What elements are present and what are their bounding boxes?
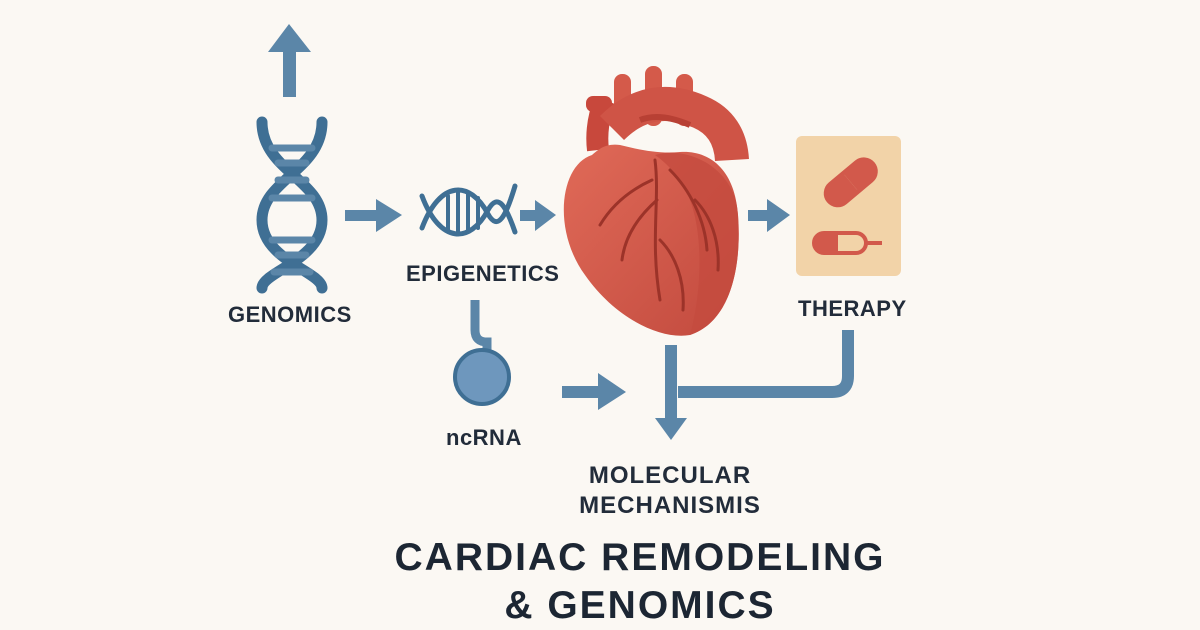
arrow-heart-to-therapy (748, 199, 790, 232)
mechanisms-label: MOLECULAR MECHANISMIS (540, 461, 800, 521)
ncrna-label: ncRNA (446, 425, 522, 450)
pill-icon (812, 231, 882, 255)
therapy-label: THERAPY (798, 296, 907, 321)
arrow-down-to-mechanisms (655, 418, 687, 440)
title-line1: CARDIAC REMODELING (394, 536, 886, 579)
ncrna-circle-icon (453, 348, 511, 406)
epigenetics-ncrna-connector (470, 300, 492, 352)
arrow-epigenetics-to-heart (520, 200, 556, 231)
up-arrow-icon (268, 24, 311, 97)
genomics-label: GENOMICS (228, 302, 352, 327)
arrow-genomics-to-epigenetics (345, 199, 402, 232)
dna-helix-icon (256, 116, 328, 294)
mechanisms-label-line1: MOLECULAR (588, 462, 752, 489)
mechanisms-label-line2: MECHANISMIS (579, 492, 761, 519)
epigenetics-label: EPIGENETICS (406, 261, 560, 286)
epigenetics-dna-icon (419, 183, 518, 237)
title-line2: & GENOMICS (504, 584, 776, 627)
arrow-ncrna-to-mechanisms (562, 373, 626, 410)
heart-icon (563, 66, 749, 336)
page-title: CARDIAC REMODELING & GENOMICS (380, 534, 900, 630)
therapy-box (796, 136, 901, 276)
mechanisms-connector (665, 330, 854, 420)
capsule-icon (823, 157, 878, 208)
